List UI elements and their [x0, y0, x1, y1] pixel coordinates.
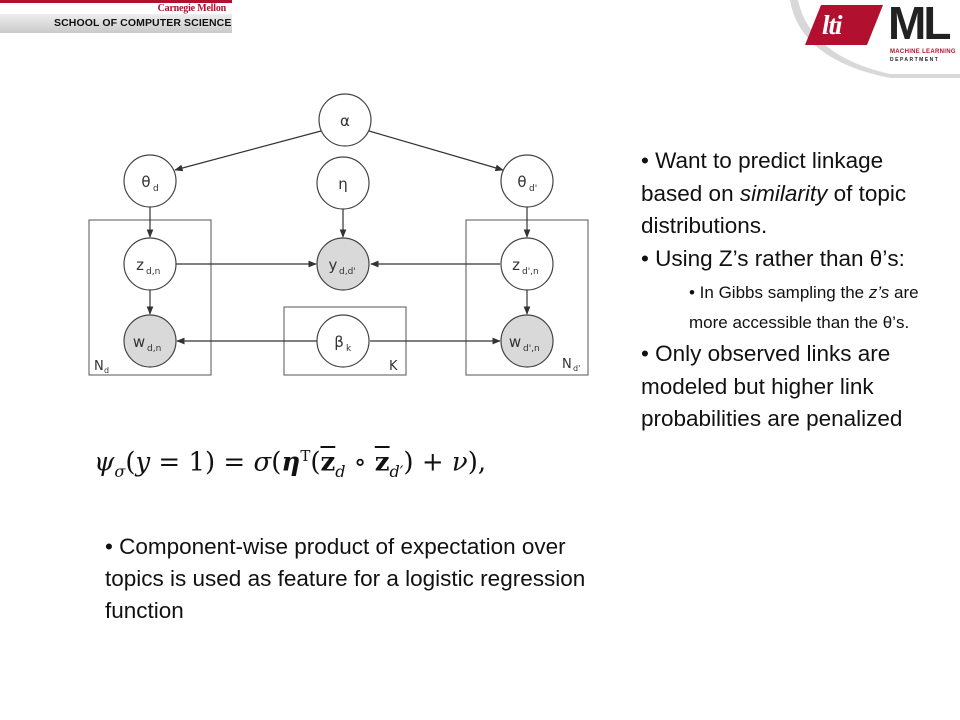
formula-transpose: T	[300, 447, 311, 465]
formula-tail: ),	[467, 447, 487, 478]
banner-accent-line	[0, 0, 232, 3]
node-beta-label: β	[334, 333, 344, 351]
formula-eta: η	[281, 447, 301, 478]
node-w-d-sub: d,n	[147, 344, 161, 354]
bottom-bullets: • Component-wise product of expectation …	[105, 531, 595, 627]
node-z-dp: z d',n	[500, 237, 554, 291]
bullet-predict-linkage-emphasis: similarity	[739, 180, 828, 206]
formula-y: y	[135, 447, 151, 478]
node-y-label: y	[329, 256, 338, 274]
bullet-predict-linkage: • Want to predict linkage based on simil…	[641, 145, 931, 243]
cmu-banner: Carnegie Mellon SCHOOL OF COMPUTER SCIEN…	[0, 0, 232, 33]
node-theta-d-label: θ	[141, 173, 150, 191]
node-w-dp: w d',n	[500, 314, 554, 368]
sub-bullet-gibbs: • In Gibbs sampling the z’s are more acc…	[689, 278, 931, 338]
node-alpha-label: α	[340, 112, 350, 130]
node-w-d: w d,n	[123, 314, 177, 368]
node-z-d: z d,n	[123, 237, 177, 291]
lti-logo-text: lti	[822, 10, 842, 40]
node-alpha: α	[318, 93, 372, 147]
formula-paren-open: (	[271, 447, 282, 478]
ml-logo-line2: DEPARTMENT	[890, 57, 940, 63]
node-w-dp-label: w	[509, 333, 521, 351]
plate-left-sub: d	[104, 366, 109, 375]
sub-bullet-gibbs-text-b: are more accessible than the θ’s.	[689, 283, 919, 332]
formula-psi-sub: σ	[114, 461, 126, 481]
formula-eq-one: = 1) =	[150, 447, 254, 478]
university-name: Carnegie Mellon	[157, 3, 227, 14]
node-theta-dp-sub: d'	[529, 184, 537, 194]
node-z-dp-label: z	[512, 256, 520, 274]
bullet-component-wise: • Component-wise product of expectation …	[105, 534, 586, 623]
formula-inner-close: ) +	[403, 447, 452, 478]
node-y-sub: d,d'	[339, 267, 356, 277]
node-y: y d,d'	[316, 237, 370, 291]
bullet-using-z: • Using Z’s rather than θ’s:	[641, 245, 905, 271]
plate-right-sub: d'	[573, 364, 580, 373]
banner-bar	[0, 14, 232, 33]
bullet-observed-links: • Only observed links are modeled but hi…	[641, 341, 903, 431]
edge-alpha-theta-d	[174, 130, 322, 172]
plate-middle-label: K	[389, 359, 398, 374]
node-z-d-label: z	[136, 256, 144, 274]
right-bullets: • Want to predict linkage based on simil…	[641, 145, 931, 436]
node-z-d-sub: d,n	[146, 267, 160, 277]
node-theta-dp-label: θ	[517, 173, 526, 191]
sub-bullet-gibbs-emphasis: z’s	[868, 283, 890, 302]
formula-z2-sub: d′	[389, 461, 404, 481]
lti-logo	[805, 5, 883, 45]
formula: ψσ(y = 1) = σ(ηT(zd ∘ zd′) + ν),	[94, 447, 486, 481]
formula-nu: ν	[451, 447, 468, 478]
bullet-predict-linkage-text-b: of topic distributions.	[641, 180, 907, 239]
formula-psi: ψ	[94, 447, 115, 478]
sub-bullet-gibbs-text-a: • In Gibbs sampling the	[689, 283, 869, 302]
node-w-d-label: w	[133, 333, 145, 351]
node-eta-label: η	[338, 175, 348, 193]
node-beta-sub: k	[346, 344, 352, 354]
node-w-dp-sub: d',n	[523, 344, 540, 354]
node-eta: η	[316, 156, 370, 210]
formula-z1-sub: d	[335, 461, 346, 481]
ml-logo-text: ML	[888, 0, 951, 49]
bullet-predict-linkage-text-a: • Want to predict linkage based on	[641, 148, 884, 206]
formula-lhs-open: (	[125, 447, 136, 478]
formula-sigma: σ	[253, 447, 272, 478]
plate-right-label: N	[562, 357, 572, 372]
node-theta-dp: θ d'	[500, 154, 554, 208]
node-beta: β k	[316, 314, 370, 368]
formula-inner-open: (	[310, 447, 321, 478]
edge-alpha-theta-dp	[368, 130, 504, 172]
ml-logo-line1: MACHINE LEARNING	[890, 49, 956, 55]
plate-left-label: N	[94, 359, 104, 374]
formula-z1: z	[320, 447, 336, 478]
node-theta-d: θ d	[123, 154, 177, 208]
node-z-dp-sub: d',n	[522, 267, 539, 277]
school-name: SCHOOL OF COMPUTER SCIENCE	[54, 17, 232, 29]
formula-circ: ∘	[345, 447, 375, 478]
formula-z2: z	[374, 447, 390, 478]
node-theta-d-sub: d	[153, 184, 159, 194]
